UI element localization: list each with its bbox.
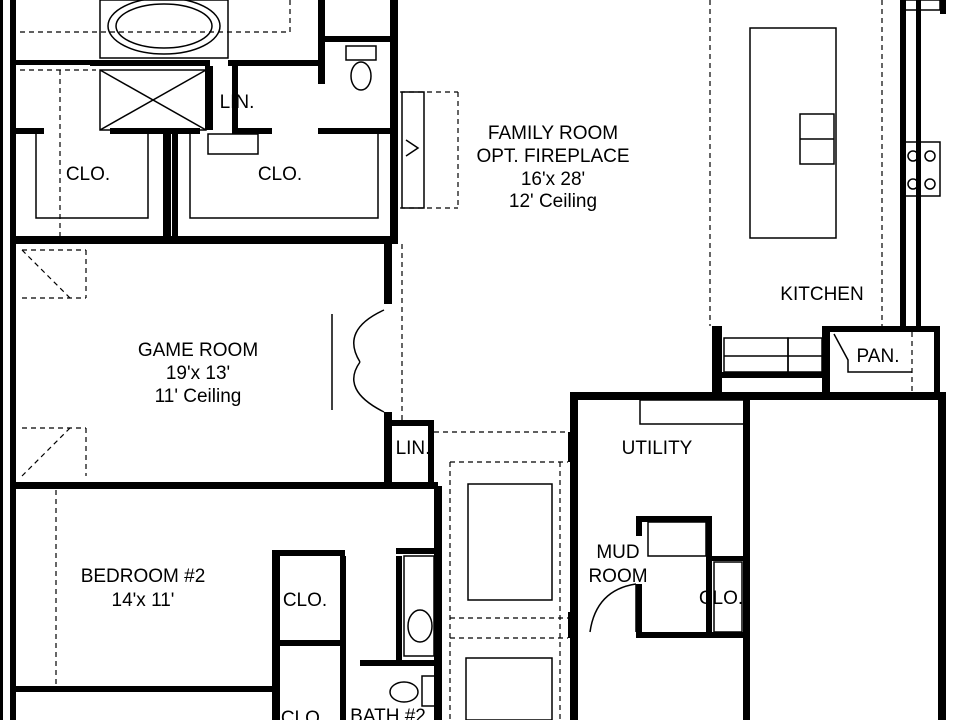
label-bedroom2: BEDROOM #2 bbox=[81, 566, 206, 587]
label-clo-bed2: CLO. bbox=[283, 590, 327, 611]
label-bedroom2-size: 14'x 11' bbox=[112, 590, 175, 611]
label-game-room: GAME ROOM bbox=[138, 340, 258, 361]
label-family-fireplace: OPT. FIREPLACE bbox=[476, 146, 629, 167]
dashed-lines bbox=[20, 0, 913, 720]
label-kitchen: KITCHEN bbox=[780, 284, 863, 305]
fixtures bbox=[35, 0, 941, 720]
label-mud: MUD bbox=[596, 542, 639, 563]
label-lin-hall: LIN. bbox=[396, 438, 431, 459]
label-lin-top: LIN. bbox=[220, 92, 255, 113]
label-bath2: BATH #2 bbox=[350, 706, 426, 720]
label-clo-bottom: CLO. bbox=[281, 708, 325, 720]
label-clo-mid: CLO. bbox=[258, 164, 302, 185]
label-family-ceiling: 12' Ceiling bbox=[509, 191, 597, 212]
label-game-size: 19'x 13' bbox=[166, 363, 230, 384]
label-family-room: FAMILY ROOM bbox=[488, 123, 618, 144]
room-labels: CLO. CLO. LIN. FAMILY ROOM OPT. FIREPLAC… bbox=[66, 92, 900, 720]
label-pantry: PAN. bbox=[857, 346, 900, 367]
label-utility: UTILITY bbox=[622, 438, 693, 459]
label-game-ceiling: 11' Ceiling bbox=[155, 386, 242, 407]
label-clo-left: CLO. bbox=[66, 164, 110, 185]
label-clo-mud: CLO. bbox=[699, 588, 743, 609]
label-family-size: 16'x 28' bbox=[521, 169, 585, 190]
label-mud-room: ROOM bbox=[588, 566, 647, 587]
